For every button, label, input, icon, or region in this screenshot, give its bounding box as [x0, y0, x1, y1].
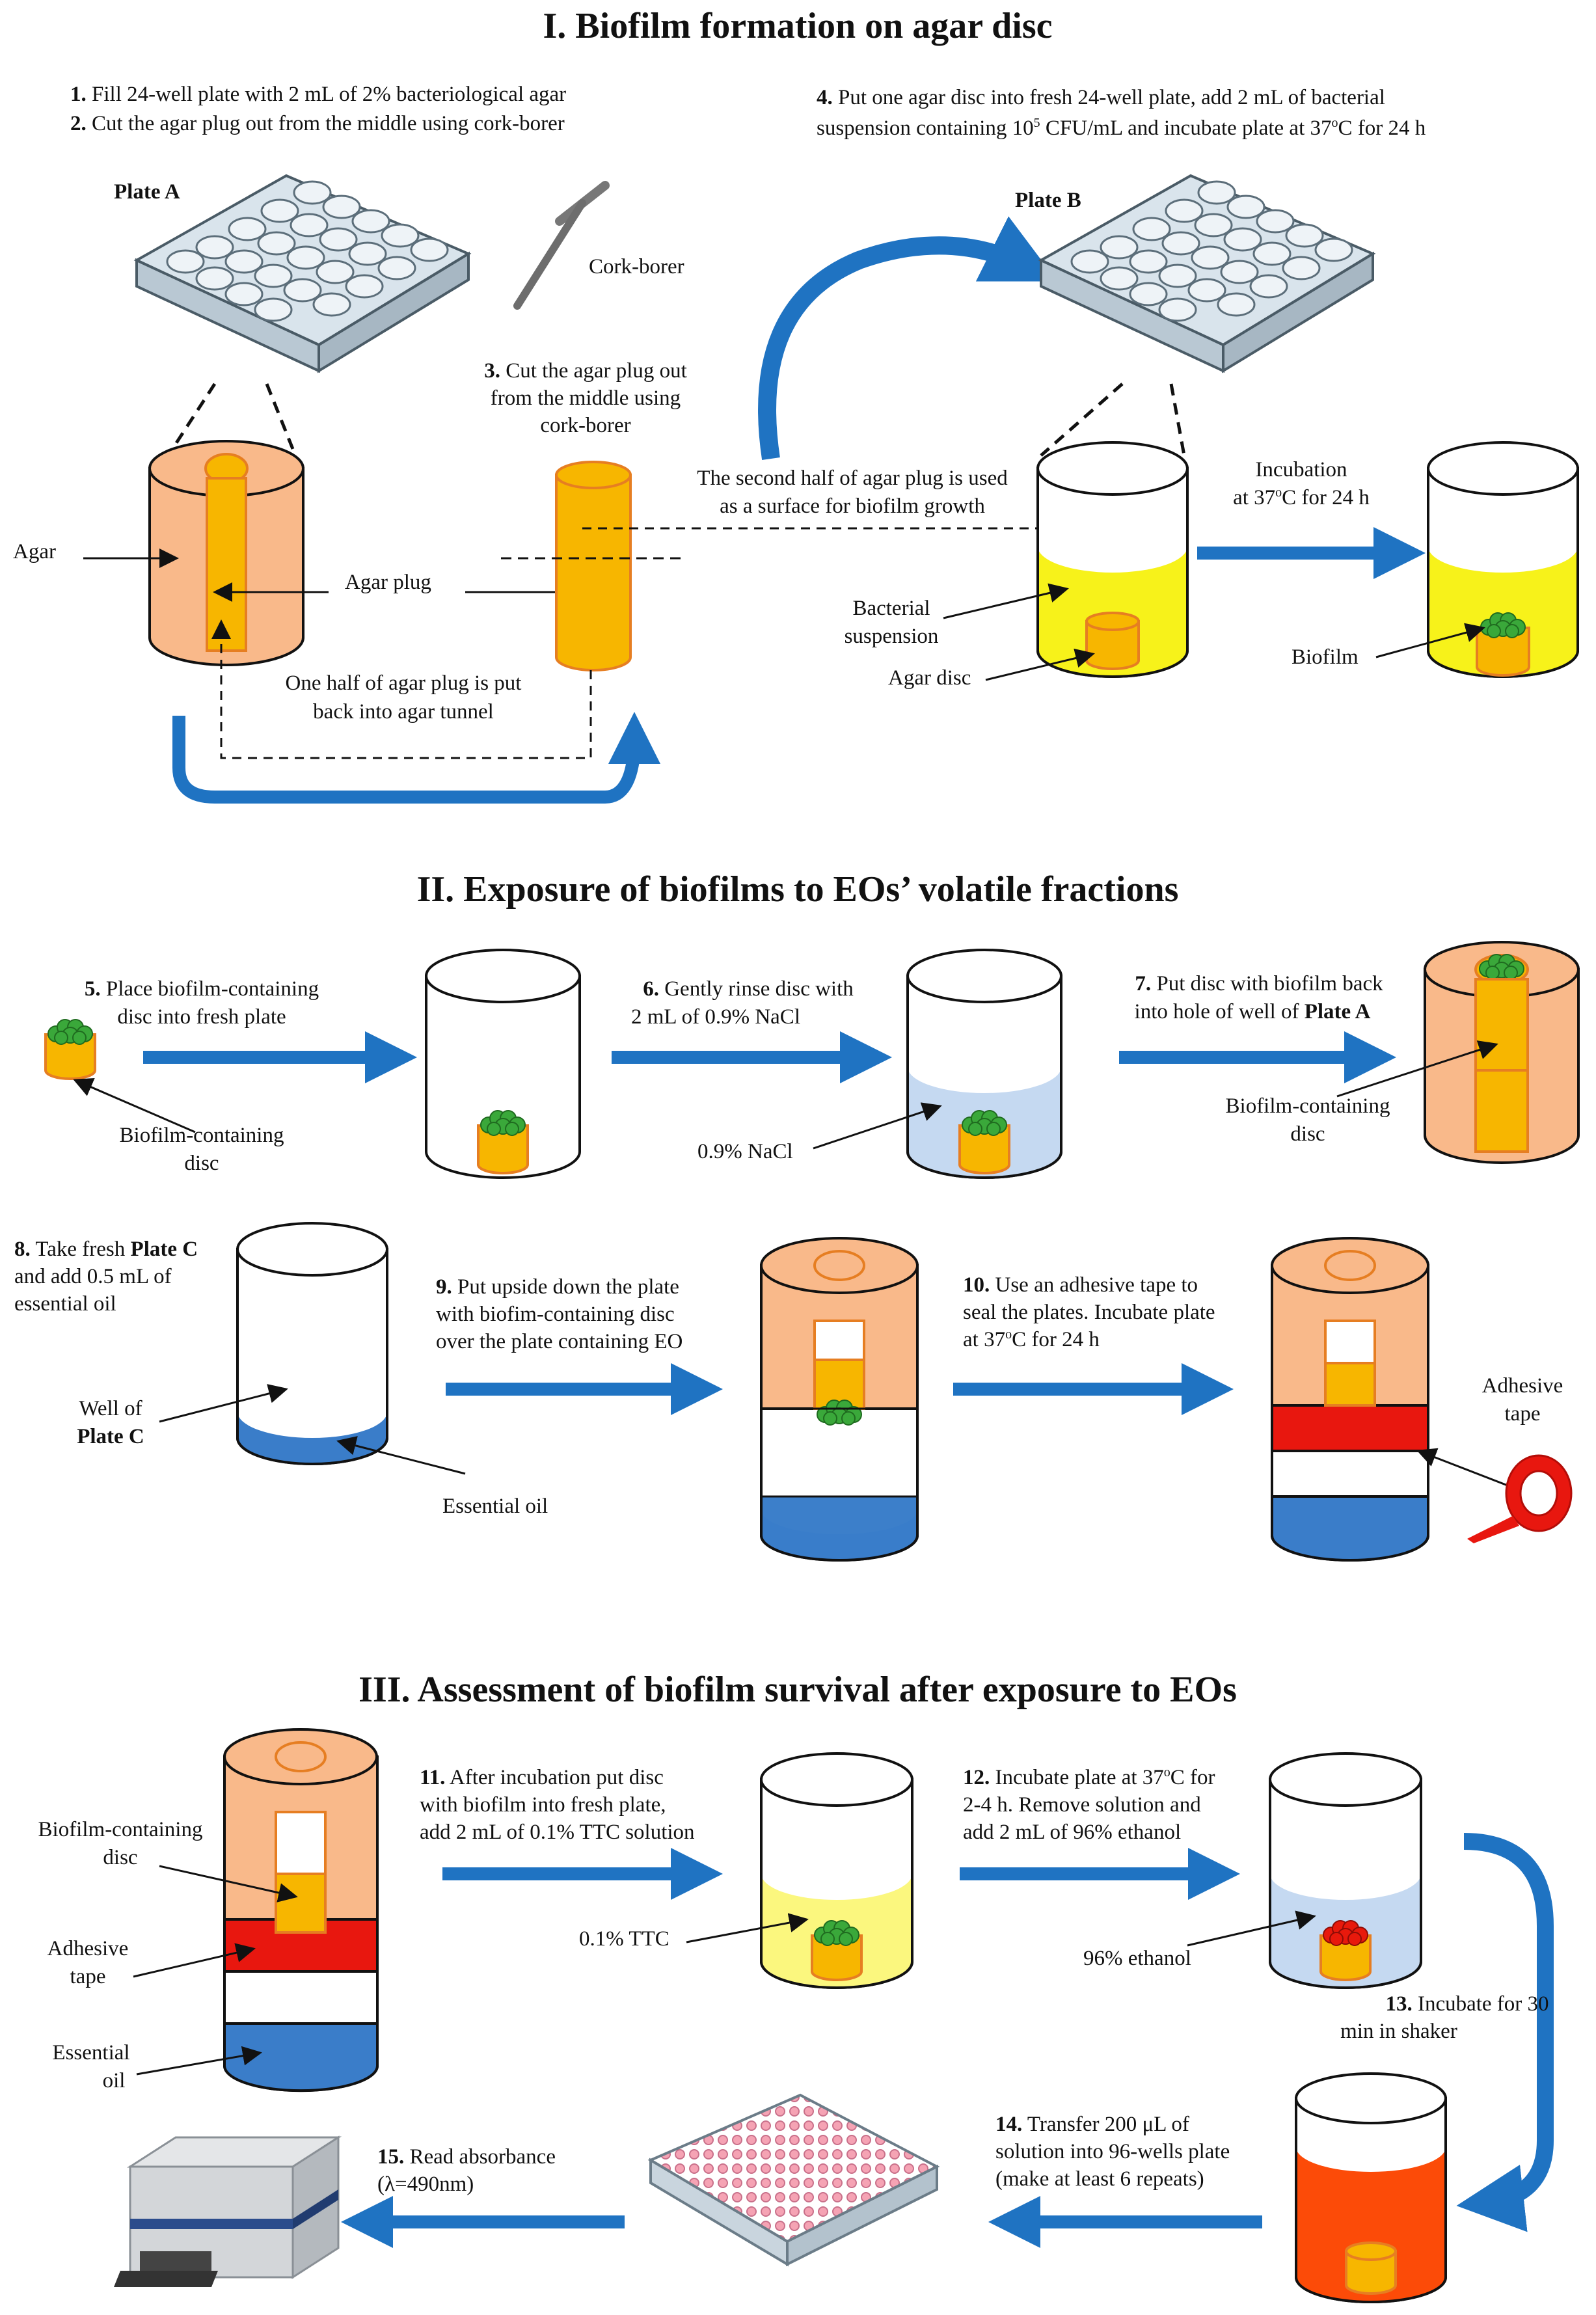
step-5-label-2: disc — [184, 1152, 219, 1175]
section-3-title: III. Assessment of biofilm survival afte… — [358, 1670, 1237, 1710]
step-10-line2: seal the plates. Incubate plate — [963, 1301, 1215, 1324]
sealed-wells — [1271, 1237, 1429, 1562]
sealed-wells-assessment — [223, 1728, 379, 2092]
second-half-label-2: as a surface for biofilm growth — [720, 494, 985, 518]
step-7-label-2: disc — [1290, 1122, 1325, 1146]
cork-borer-label: Cork-borer — [589, 255, 684, 278]
ttc-label: 0.1% TTC — [579, 1927, 670, 1951]
s3-tape-label-2: tape — [70, 1965, 106, 1988]
step-15-line2: (λ=490nm) — [377, 2173, 474, 2196]
step-12-line2: 2-4 h. Remove solution and — [963, 1793, 1201, 1817]
step-7-line1: 7. Put disc with biofilm back — [1135, 972, 1383, 995]
step-4-line2: suspension containing 105 CFU/mL and inc… — [817, 116, 1426, 140]
well-ttc — [760, 1752, 913, 1989]
step-3-line1: 3. Cut the agar plug out — [484, 359, 687, 383]
well-of-label: Well of — [79, 1397, 142, 1420]
s3-biofilm-disc-label-2: disc — [103, 1846, 137, 1869]
step-13-line1: 13. Incubate for 30 — [1385, 1992, 1549, 2016]
step-9-line3: over the plate containing EO — [436, 1330, 683, 1353]
step-12-line1: 12. Incubate plate at 37oC for — [963, 1765, 1215, 1789]
plate-b-label: Plate B — [1015, 189, 1081, 212]
to-plate-b-arrow — [758, 216, 1058, 461]
step-8-line3: essential oil — [14, 1292, 116, 1316]
bacterial-suspension-label-2: suspension — [845, 625, 939, 648]
biofilm-label: Biofilm — [1292, 645, 1359, 669]
plate-a-24-well — [133, 174, 472, 373]
plate-a-label: Plate A — [114, 180, 180, 204]
step-8-line1: 8. Take fresh Plate C — [14, 1238, 198, 1261]
agar-label: Agar — [13, 540, 56, 563]
step-9-line1: 9. Put upside down the plate — [436, 1275, 679, 1299]
step-4-line1: 4. Put one agar disc into fresh 24-well … — [817, 86, 1385, 109]
step-14-line1: 14. Transfer 200 μL of — [995, 2113, 1189, 2136]
step-8-line2: and add 0.5 mL of — [14, 1265, 172, 1288]
well-plate-c-oil — [236, 1222, 388, 1465]
adhesive-tape-label-1: Adhesive — [1482, 1374, 1563, 1398]
stacked-wells-inverted — [760, 1237, 919, 1562]
step-5-line1: 5. Place biofilm-containing — [85, 977, 319, 1001]
biofilm-disc-icon — [44, 1019, 96, 1080]
tape-roll-icon — [1467, 1454, 1573, 1543]
step-5-line2: disc into fresh plate — [117, 1005, 286, 1029]
plate-96-well — [647, 2093, 940, 2267]
well-ethanol — [1269, 1752, 1422, 1989]
plate-reader-icon — [114, 2135, 342, 2287]
step-11-line3: add 2 mL of 0.1% TTC solution — [420, 1821, 695, 1844]
s3-tape-label-1: Adhesive — [47, 1937, 129, 1960]
step-11-line2: with biofilm into fresh plate, — [420, 1793, 666, 1817]
section-1-title: I. Biofilm formation on agar disc — [543, 6, 1053, 46]
agar-disc-label: Agar disc — [888, 666, 971, 690]
section-2-title: II. Exposure of biofilms to EOs’ volatil… — [417, 869, 1179, 910]
step-15-line1: 15. Read absorbance — [377, 2145, 556, 2169]
step-14-line2: solution into 96-wells plate — [995, 2140, 1230, 2163]
step-11-line1: 11. After incubation put disc — [420, 1766, 664, 1789]
well-formazan — [1295, 2072, 1447, 2303]
agar-plug-label: Agar plug — [345, 571, 431, 594]
cork-borer-icon — [513, 181, 610, 310]
step-14-line3: (make at least 6 repeats) — [995, 2167, 1204, 2191]
adhesive-tape-label-2: tape — [1505, 1402, 1541, 1426]
return-plug-arrow — [172, 712, 660, 804]
step-12-line3: add 2 mL of 96% ethanol — [963, 1821, 1181, 1844]
essential-oil-label: Essential oil — [442, 1495, 548, 1518]
step-7-label-1: Biofilm-containing — [1226, 1094, 1390, 1118]
step-3-line2: from the middle using — [491, 386, 681, 410]
well-biofilm — [1427, 441, 1579, 678]
well-bacterial-suspension — [1036, 441, 1189, 678]
one-half-label-2: back into agar tunnel — [313, 700, 494, 724]
well-fresh-plate — [425, 949, 581, 1179]
agar-plug — [555, 461, 632, 671]
incubation-label-1: Incubation — [1255, 458, 1347, 481]
second-half-label-1: The second half of agar plug is used — [697, 467, 1008, 490]
nacl-label: 0.9% NaCl — [697, 1140, 793, 1163]
step-6-line2: 2 mL of 0.9% NaCl — [631, 1005, 800, 1029]
bacterial-suspension-label-1: Bacterial — [852, 597, 930, 620]
one-half-label-1: One half of agar plug is put — [286, 671, 522, 695]
agar-well — [148, 440, 304, 666]
plate-b-24-well — [1038, 174, 1376, 373]
step-7-line2: into hole of well of Plate A — [1135, 1000, 1371, 1023]
plate-c-label: Plate C — [77, 1425, 144, 1448]
step-2: 2. Cut the agar plug out from the middle… — [70, 112, 565, 135]
s3-biofilm-disc-label-1: Biofilm-containing — [38, 1818, 203, 1841]
s3-oil-label-2: oil — [103, 2069, 126, 2092]
step-1: 1. Fill 24-well plate with 2 mL of 2% ba… — [70, 83, 566, 106]
step-10-line1: 10. Use an adhesive tape to — [963, 1273, 1198, 1297]
step-6-line1: 6. Gently rinse disc with — [643, 977, 854, 1001]
step-13-arrow — [1456, 1833, 1554, 2232]
well-nacl — [906, 949, 1062, 1179]
ethanol-label: 96% ethanol — [1083, 1947, 1191, 1970]
step-13-line2: min in shaker — [1340, 2020, 1457, 2043]
incubation-label-2: at 37oC for 24 h — [1233, 485, 1370, 509]
step-9-line2: with biofim-containing disc — [436, 1303, 675, 1326]
step-3-line3: cork-borer — [540, 414, 630, 437]
s3-oil-label-1: Essential — [52, 2041, 129, 2065]
agar-well-with-disc — [1424, 941, 1580, 1164]
step-10-line3: at 37oC for 24 h — [963, 1327, 1100, 1351]
step-5-label-1: Biofilm-containing — [120, 1124, 284, 1147]
